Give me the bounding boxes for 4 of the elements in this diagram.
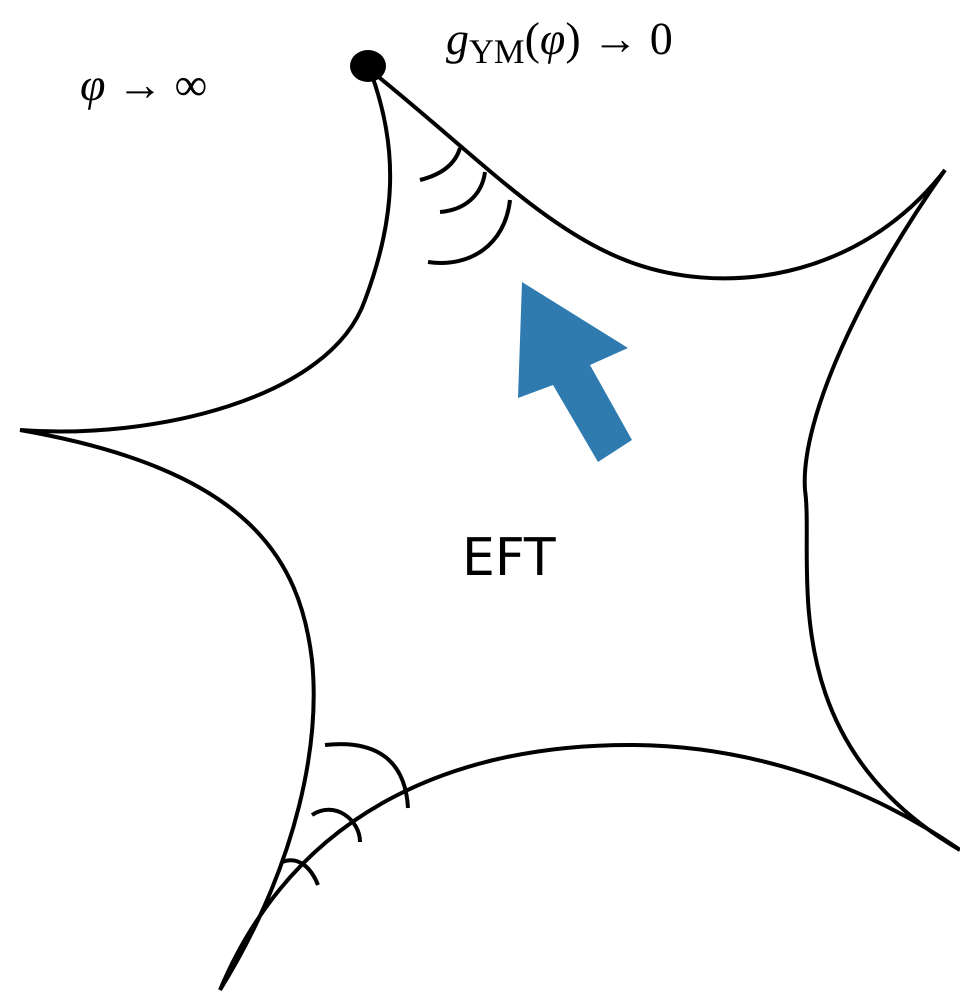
endpoint-dot [350,50,386,82]
region-label: EFT [462,532,556,584]
math-label: g$_{YM}$(φ) → 0 [446,16,673,62]
math-label: φ → ∞ [80,62,208,108]
